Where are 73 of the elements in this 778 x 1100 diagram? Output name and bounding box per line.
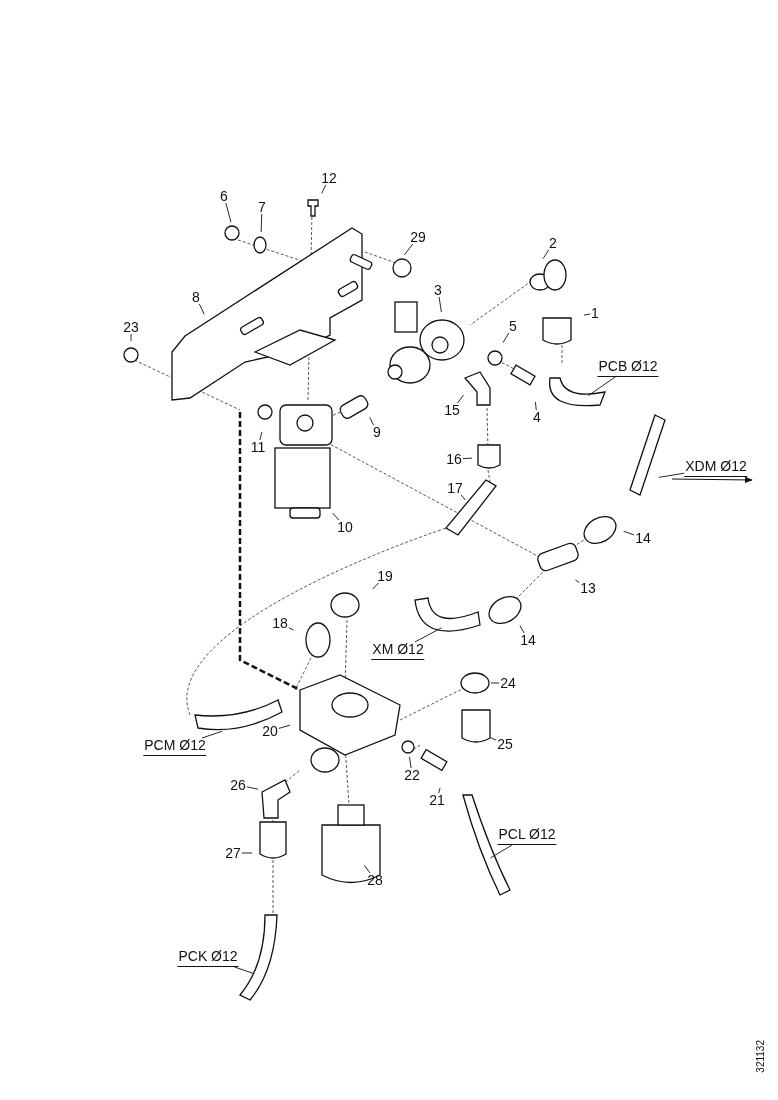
callout-number: 19 bbox=[376, 569, 394, 583]
leader-line bbox=[259, 431, 263, 441]
drawing-number: 321132 bbox=[756, 1040, 766, 1073]
leader-line bbox=[658, 472, 685, 478]
leader-line bbox=[372, 582, 379, 590]
callout-number: 26 bbox=[229, 778, 247, 792]
callout-number: 14 bbox=[634, 531, 652, 545]
leader-line bbox=[403, 243, 414, 256]
callout-number: 24 bbox=[499, 676, 517, 690]
callout-number: 1 bbox=[590, 306, 600, 320]
leader-line bbox=[363, 864, 371, 874]
callout-number: 15 bbox=[443, 403, 461, 417]
callout-number: 17 bbox=[446, 481, 464, 495]
callout-number: 14 bbox=[519, 633, 537, 647]
leader-line bbox=[246, 786, 259, 790]
callout-number: 27 bbox=[224, 846, 242, 860]
callout-number: 25 bbox=[496, 737, 514, 751]
callout-number: 20 bbox=[261, 724, 279, 738]
leader-line bbox=[534, 401, 537, 411]
hose-label: PCK Ø12 bbox=[177, 949, 239, 967]
leader-line bbox=[490, 682, 500, 684]
hose-label: PCB Ø12 bbox=[597, 359, 659, 377]
leader-line bbox=[369, 417, 374, 426]
leader-line bbox=[457, 394, 464, 404]
leader-line bbox=[321, 184, 327, 194]
leader-line bbox=[583, 313, 591, 316]
leader-line bbox=[490, 844, 513, 859]
callout-number: 3 bbox=[433, 283, 443, 297]
leader-line bbox=[623, 530, 635, 536]
callout-number: 7 bbox=[257, 200, 267, 214]
leader-line bbox=[225, 202, 232, 223]
leader-line bbox=[460, 494, 466, 501]
leader-line bbox=[438, 787, 441, 794]
callout-number: 16 bbox=[445, 452, 463, 466]
callout-number: 10 bbox=[336, 520, 354, 534]
leader-line bbox=[574, 579, 580, 583]
leader-line bbox=[260, 213, 263, 233]
leader-line bbox=[414, 627, 442, 643]
leader-line bbox=[587, 376, 616, 397]
callout-number: 11 bbox=[249, 440, 267, 454]
leader-line bbox=[201, 730, 223, 739]
callout-number: 28 bbox=[366, 873, 384, 887]
callout-number: 18 bbox=[271, 616, 289, 630]
callout-number: 6 bbox=[219, 189, 229, 203]
leader-line bbox=[332, 512, 340, 521]
callout-number: 22 bbox=[403, 768, 421, 782]
callout-number: 23 bbox=[122, 320, 140, 334]
leader-line bbox=[130, 333, 132, 342]
leader-line bbox=[490, 737, 497, 741]
leader-line bbox=[502, 332, 510, 343]
hose-label: XM Ø12 bbox=[371, 642, 425, 660]
callout-number: 12 bbox=[320, 171, 338, 185]
hose-label: XDM Ø12 bbox=[684, 459, 748, 477]
leader-line bbox=[278, 724, 291, 729]
callout-number: 5 bbox=[508, 319, 518, 333]
leader-line bbox=[462, 457, 473, 460]
callout-number: 9 bbox=[372, 425, 382, 439]
leader-line bbox=[288, 627, 294, 631]
leader-line bbox=[234, 966, 255, 975]
leader-line bbox=[241, 852, 253, 854]
callout-number: 4 bbox=[532, 410, 542, 424]
leader-line bbox=[198, 303, 205, 315]
leader-line bbox=[542, 249, 550, 260]
hose-label: PCL Ø12 bbox=[497, 827, 557, 845]
callout-number: 29 bbox=[409, 230, 427, 244]
leader-line bbox=[519, 625, 525, 634]
callout-number: 21 bbox=[428, 793, 446, 807]
hose-label: PCM Ø12 bbox=[143, 738, 207, 756]
leader-line bbox=[409, 756, 412, 769]
callout-number: 8 bbox=[191, 290, 201, 304]
leader-line bbox=[438, 296, 442, 313]
callout-number: 13 bbox=[579, 581, 597, 595]
callout-number: 2 bbox=[548, 236, 558, 250]
